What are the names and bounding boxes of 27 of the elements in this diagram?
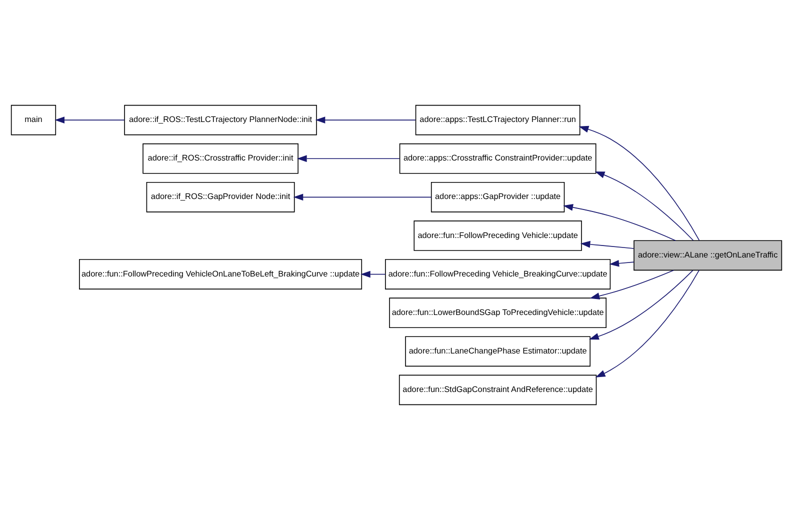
node-box: adore::apps::TestLCTrajectory Planner::run: [415, 104, 580, 135]
arrow: [609, 259, 634, 266]
arrow: [595, 269, 700, 377]
node-box: adore::fun::LowerBoundSGap ToPrecedingVehicle::update: [389, 297, 607, 328]
node-box: adore::fun::FollowPreceding VehicleOnLaneToBeLeft_BrakingCurve ::update: [79, 258, 362, 289]
arrow: [563, 203, 676, 240]
arrow: [590, 269, 674, 299]
arrow: [580, 240, 634, 248]
arrow: [360, 270, 386, 278]
arrow: [594, 171, 694, 240]
arrow: [315, 116, 416, 123]
node-box: adore::if_ROS::Crosstraffic Provider::init: [142, 142, 298, 174]
arrow: [293, 193, 432, 200]
node-box: adore::apps::GapProvider ::update: [430, 181, 565, 212]
node-box: adore::view::ALane ::getOnLaneTraffic: [634, 240, 782, 270]
arrow: [296, 154, 400, 162]
node-box: adore::apps::Crosstraffic ConstraintProvider::update: [399, 142, 596, 174]
node-box: adore::fun::FollowPreceding Vehicle::update: [414, 220, 582, 250]
node-box: adore::fun::FollowPreceding Vehicle_BreakingCurve::update: [385, 258, 611, 289]
node-box: adore::fun::StdGapConstraint AndReference::update: [398, 374, 597, 405]
arrow: [54, 116, 125, 123]
node-box: adore::if_ROS::GapProvider Node::init: [146, 181, 295, 212]
arrow: [589, 270, 694, 340]
arrow: [578, 125, 700, 240]
node-box: adore::fun::LaneChangePhase Estimator::update: [405, 336, 591, 366]
node-box: main: [10, 104, 56, 135]
node-box: adore::if_ROS::TestLCTrajectory PlannerNode::init: [124, 104, 317, 135]
